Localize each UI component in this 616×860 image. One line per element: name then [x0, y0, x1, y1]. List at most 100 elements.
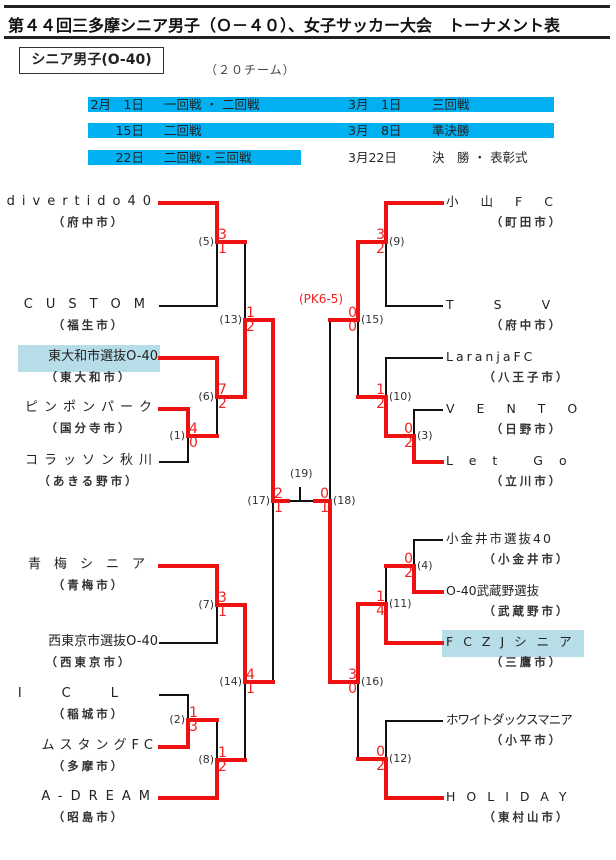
match-number: (18): [333, 494, 356, 507]
score-bottom: 2: [376, 396, 385, 412]
score-top: 1: [246, 305, 255, 321]
team-name: ムスタングFC: [41, 738, 158, 753]
schedule-date: 2月 1日: [90, 97, 144, 112]
score-top: 4: [189, 421, 198, 437]
title-rule-top: [4, 5, 610, 8]
team-name: 東大和市選抜O-40: [48, 349, 158, 364]
score-top: 3: [218, 590, 227, 606]
team-city: （府中市）: [52, 215, 126, 229]
schedule-date: 15日: [115, 123, 144, 138]
team-count: （２０チーム）: [205, 63, 296, 77]
score-top: 1: [218, 745, 227, 761]
team-name: TSV: [446, 297, 591, 312]
team-name: 西東京市選抜O-40: [48, 634, 158, 649]
team-city: （日野市）: [490, 422, 564, 436]
score-top: 0: [348, 305, 357, 321]
team-name: LaranjaFC: [446, 349, 536, 364]
schedule-date: 3月 8日: [348, 123, 402, 138]
score-bottom: 1: [218, 604, 227, 620]
team-name: CUSTOM: [23, 297, 158, 312]
match-number: (1): [169, 429, 185, 442]
score-bottom: 2: [404, 565, 413, 581]
division-label: シニア男子(O-40): [19, 47, 164, 74]
score-bottom: 0: [189, 435, 198, 451]
team-city: （多摩市）: [52, 759, 126, 773]
match-number: (7): [198, 598, 214, 611]
team-name: divertido40: [6, 194, 158, 209]
score-bottom: 1: [320, 500, 329, 516]
score-bottom: 2: [246, 319, 255, 335]
team-name: 小金井市選抜40: [446, 531, 553, 546]
team-name: ピンポンパーク: [24, 400, 158, 415]
score-bottom: 2: [218, 759, 227, 775]
score-bottom: 1: [274, 500, 283, 516]
title-rule-bottom: [4, 36, 610, 39]
team-city: （立川市）: [490, 474, 564, 488]
score-top: 3: [218, 227, 227, 243]
score-bottom: 2: [404, 435, 413, 451]
team-city: （国分寺市）: [45, 421, 133, 435]
team-city: （武蔵野市）: [483, 604, 571, 618]
score-bottom: 0: [348, 681, 357, 697]
match-number: (15): [361, 313, 384, 326]
match-number: (19): [290, 467, 313, 480]
match-number: (4): [417, 559, 433, 572]
match-number: (5): [198, 235, 214, 248]
team-name: HOLIDAY: [446, 789, 578, 804]
schedule-round: 準決勝: [432, 123, 470, 138]
score-bottom: 2: [376, 241, 385, 257]
score-top: 3: [348, 667, 357, 683]
team-name: VENTO: [446, 401, 600, 416]
schedule-round: 決 勝 ・ 表彰式: [432, 150, 528, 165]
match-number: (10): [389, 390, 412, 403]
match-number: (2): [169, 713, 185, 726]
match-number: (3): [417, 429, 433, 442]
team-city: （八王子市）: [483, 370, 571, 384]
schedule-bar: [88, 150, 301, 165]
pk-note: (PK6-5): [299, 292, 344, 306]
score-top: 4: [246, 667, 255, 683]
score-bottom: 4: [376, 603, 385, 619]
score-top: 0: [320, 486, 329, 502]
highlight-box: [18, 345, 160, 372]
match-number: (11): [389, 597, 412, 610]
match-number: (17): [247, 494, 270, 507]
score-top: 1: [376, 382, 385, 398]
schedule-date: 3月22日: [348, 150, 397, 165]
schedule-round: 二回戦: [164, 123, 202, 138]
team-name: ICL: [17, 686, 158, 701]
highlight-box: [442, 630, 584, 657]
team-name: Let Go: [446, 453, 583, 468]
team-city: （西東京市）: [45, 655, 133, 669]
match-number: (6): [198, 390, 214, 403]
score-bottom: 3: [189, 719, 198, 735]
team-city: （稲城市）: [52, 707, 126, 721]
match-number: (13): [219, 313, 242, 326]
team-city: （青梅市）: [52, 578, 126, 592]
score-bottom: 2: [218, 396, 227, 412]
team-name: 小山FC: [446, 194, 575, 209]
match-number: (12): [389, 752, 412, 765]
schedule-date: 3月 1日: [348, 97, 402, 112]
score-bottom: 1: [218, 241, 227, 257]
match-number: (14): [219, 675, 242, 688]
score-top: 2: [274, 486, 283, 502]
schedule-date: 22日: [115, 150, 144, 165]
team-city: （小平市）: [490, 733, 564, 747]
team-city: （小金井市）: [483, 552, 571, 566]
score-top: 7: [218, 382, 227, 398]
team-city: （東大和市）: [45, 370, 133, 384]
team-city: （福生市）: [52, 318, 126, 332]
team-name: ホワイトダックスマニア: [446, 712, 573, 727]
score-top: 1: [189, 705, 198, 721]
score-bottom: 1: [246, 681, 255, 697]
schedule-round: 一回戦 ・ 二回戦: [164, 97, 260, 112]
score-top: 0: [404, 421, 413, 437]
team-city: （東村山市）: [483, 810, 571, 824]
team-city: （三鷹市）: [490, 655, 564, 669]
team-city: （町田市）: [490, 215, 564, 229]
score-top: 0: [376, 744, 385, 760]
team-name: コラッソン秋川: [24, 453, 158, 468]
match-number: (8): [198, 753, 214, 766]
